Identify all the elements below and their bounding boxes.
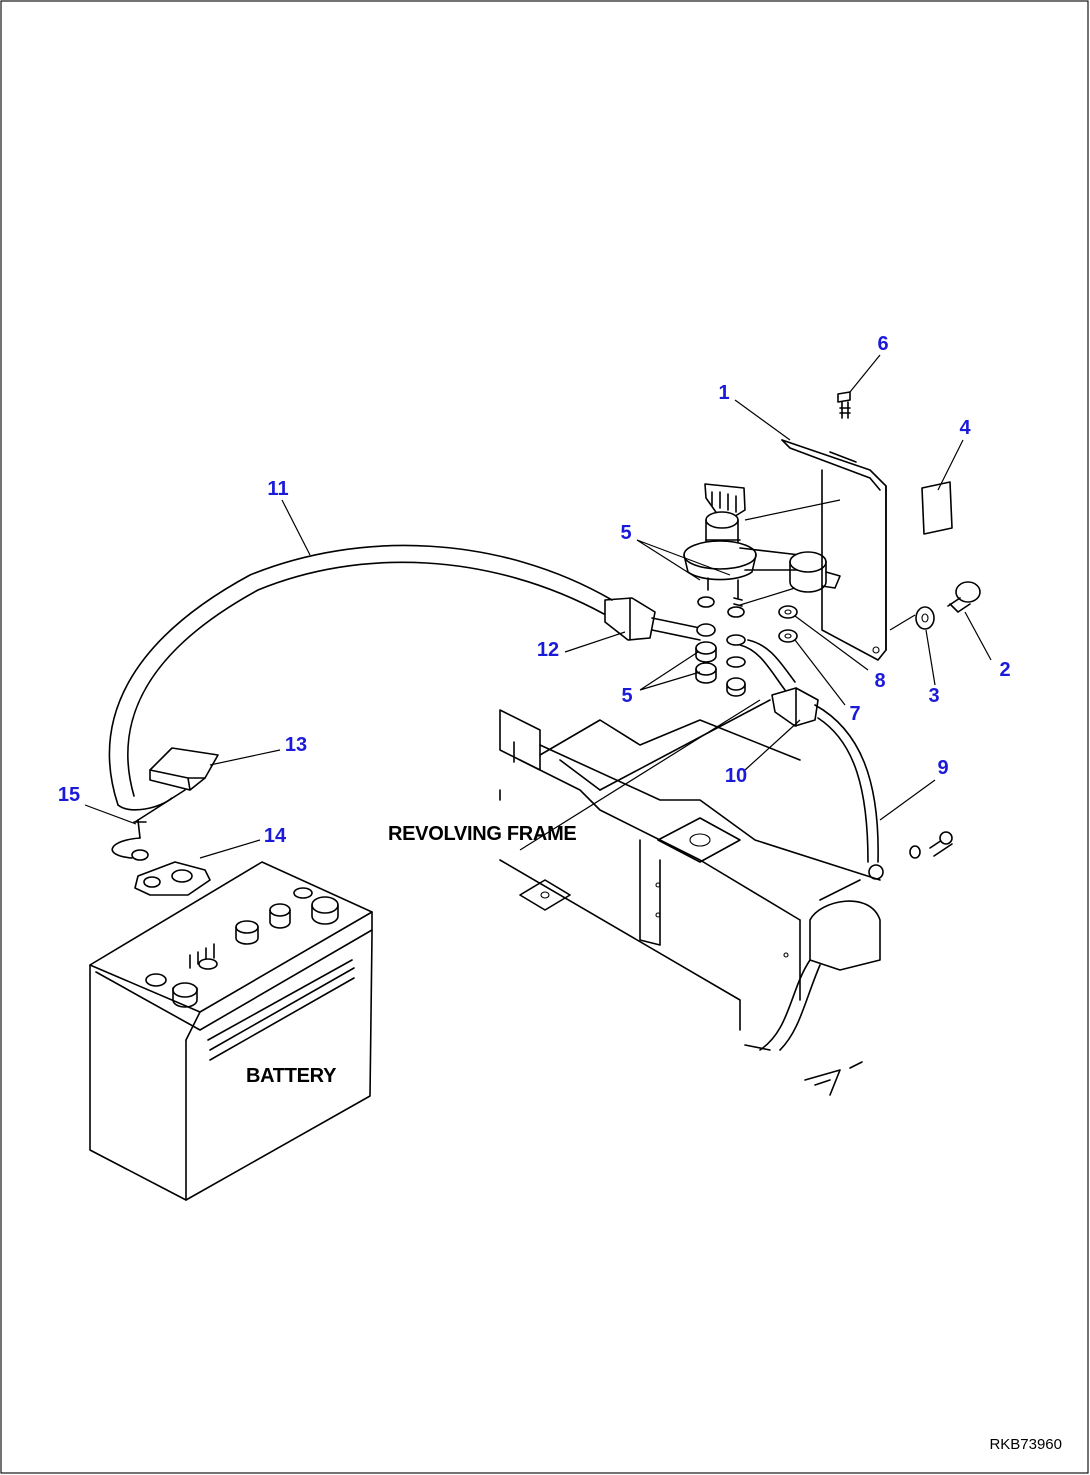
callout-8: 8 [874, 670, 885, 692]
callout-7: 7 [849, 703, 860, 725]
callout-4: 4 [959, 417, 971, 439]
connector-12 [604, 597, 716, 641]
label-plate-4 [921, 481, 953, 535]
bolt-6 [837, 391, 851, 419]
callout-13: 13 [285, 734, 307, 756]
battery-label: BATTERY [246, 1065, 337, 1087]
ground-wire [111, 789, 186, 861]
washer-7 [778, 629, 798, 643]
washer-8 [778, 605, 798, 619]
callout-14: 14 [264, 825, 287, 847]
drawing-code: RKB73960 [989, 1436, 1062, 1453]
revolving-frame-drawing [499, 699, 881, 1096]
battery-terminal-clamp [134, 861, 211, 896]
callout-11: 11 [267, 478, 288, 500]
callout-9: 9 [937, 757, 948, 779]
bracket-1 [781, 439, 887, 661]
cable-11 [108, 544, 613, 811]
callout-15: 15 [58, 784, 80, 806]
battery-drawing [89, 861, 373, 1201]
cable-9 [739, 639, 953, 880]
callout-1: 1 [718, 382, 729, 404]
callout-10: 10 [725, 765, 747, 787]
callout-6: 6 [877, 333, 888, 355]
bolt-2 [947, 581, 981, 613]
battery-disconnect-switch [683, 483, 841, 607]
leader-lines [84, 354, 992, 859]
nut-stack-5 [695, 596, 746, 697]
callout-12: 12 [537, 639, 559, 661]
callout-3: 3 [928, 685, 939, 707]
callout-2: 2 [999, 659, 1010, 681]
revolving-frame-label: REVOLVING FRAME [388, 823, 576, 845]
callout-5-lower: 5 [621, 685, 632, 707]
washer-3 [915, 606, 935, 630]
callout-5-upper: 5 [620, 522, 631, 544]
